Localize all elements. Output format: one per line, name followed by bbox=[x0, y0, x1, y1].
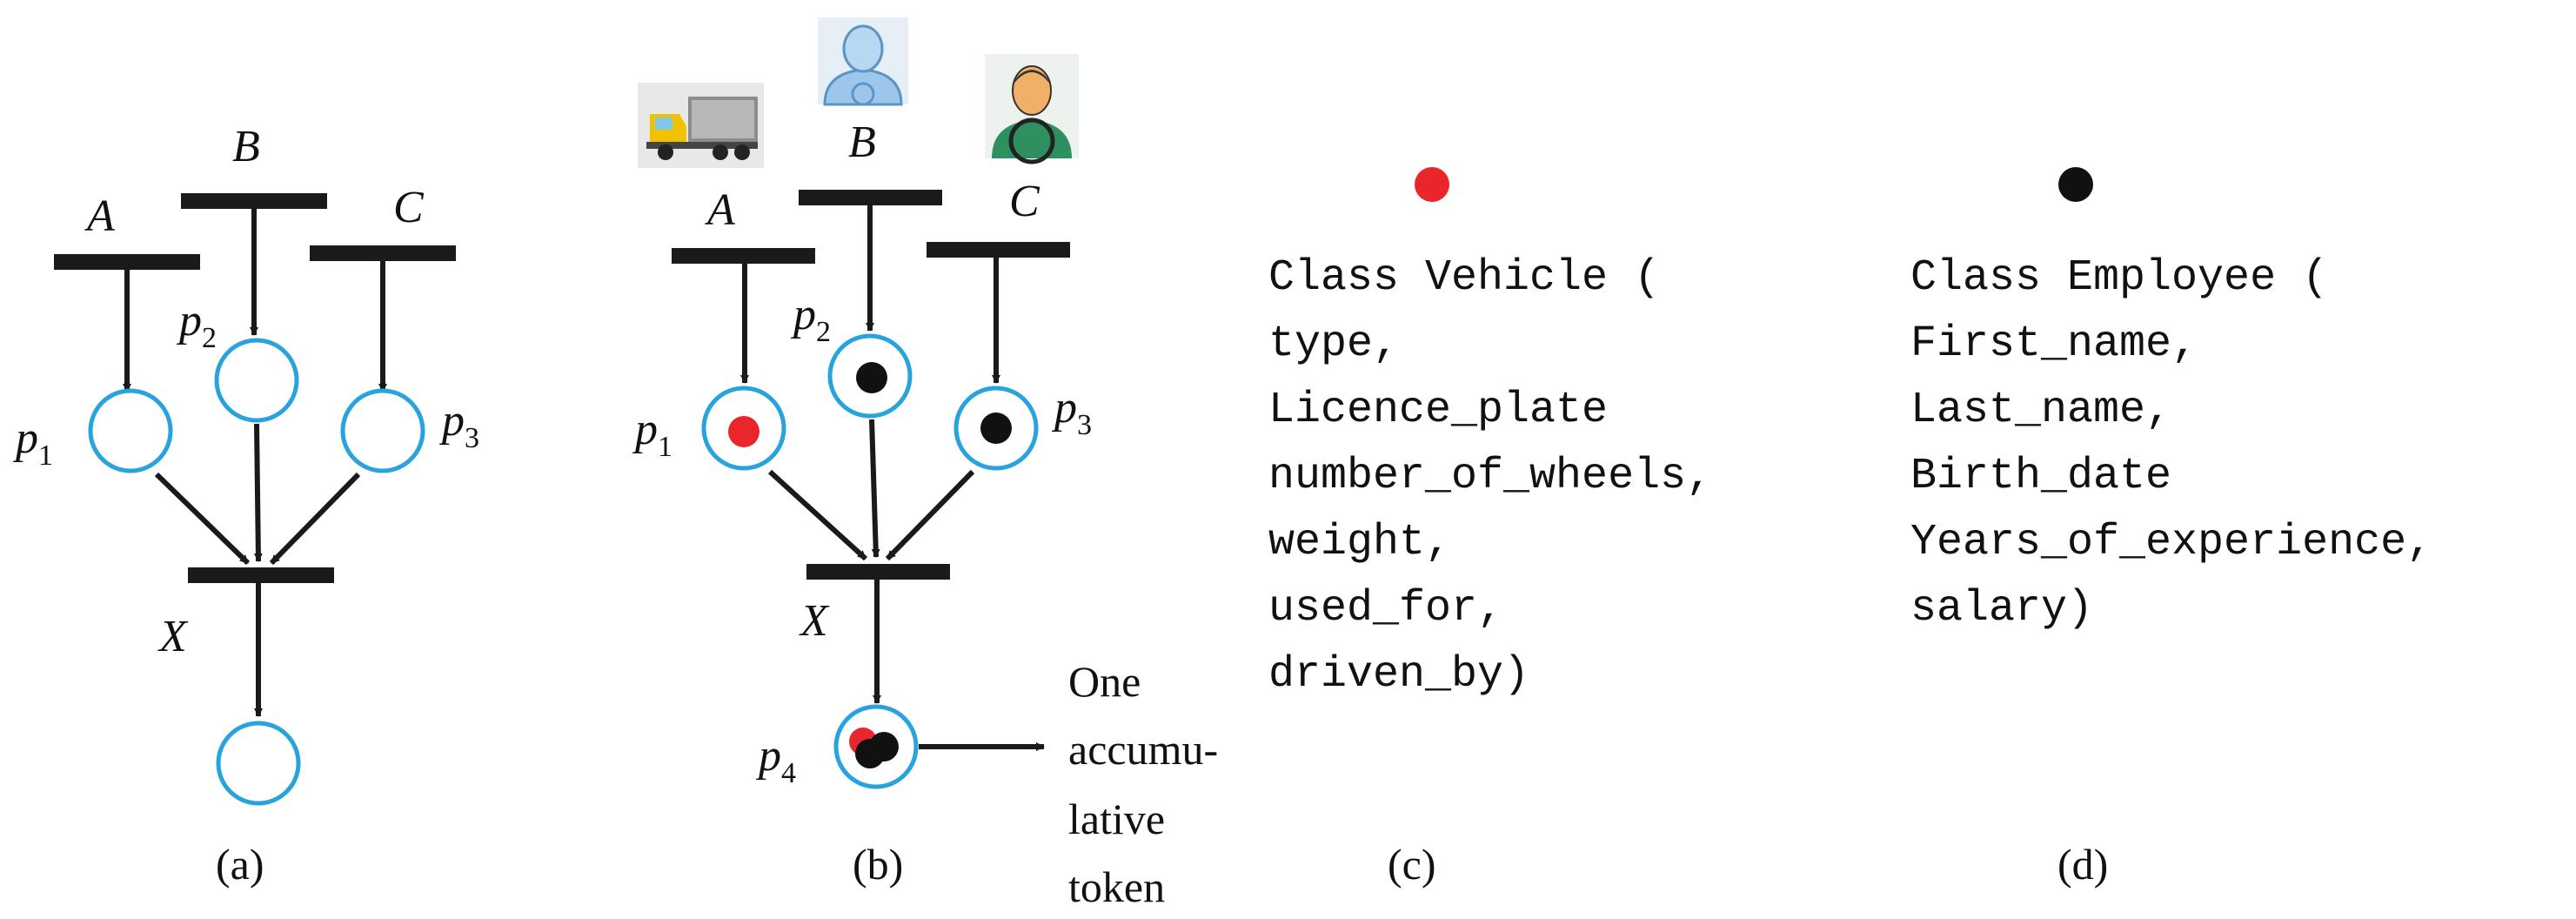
code-line: type, bbox=[1268, 319, 1399, 369]
token-black bbox=[856, 362, 887, 393]
place-p1 bbox=[88, 388, 173, 473]
code-line: Last_name, bbox=[1910, 386, 2171, 435]
annotation-line-4: token bbox=[1068, 862, 1165, 911]
panel-c: Class Vehicle ( type, Licence_plate numb… bbox=[1268, 167, 1712, 889]
caption-b: (b) bbox=[853, 840, 903, 889]
code-line: Birth_date bbox=[1910, 452, 2171, 501]
transition-b-label: B bbox=[848, 117, 876, 167]
code-line: Years_of_experience, bbox=[1910, 518, 2432, 567]
place-output bbox=[216, 721, 301, 806]
accumulated-token-black bbox=[869, 732, 899, 761]
token-red bbox=[1415, 167, 1449, 202]
arc-p1-x bbox=[767, 469, 868, 561]
caption-a: (a) bbox=[216, 840, 264, 889]
caption-c: (c) bbox=[1388, 840, 1436, 889]
person-icon bbox=[818, 17, 908, 106]
code-line: number_of_wheels, bbox=[1268, 452, 1712, 501]
transition-a-label: A bbox=[705, 185, 735, 235]
code-line: Class Vehicle ( bbox=[1268, 253, 1660, 303]
transition-x-label: X bbox=[157, 612, 189, 661]
transition-b-label: B bbox=[232, 122, 260, 171]
code-line: salary) bbox=[1910, 584, 2093, 634]
panel-d: Class Employee ( First_name, Last_name, … bbox=[1910, 167, 2432, 889]
token-black bbox=[2058, 167, 2093, 202]
transition-c-label: C bbox=[1009, 177, 1040, 226]
arc-p2-x bbox=[869, 419, 880, 558]
transition-a-bar bbox=[54, 254, 200, 270]
transition-x-label: X bbox=[799, 596, 830, 646]
truck-icon bbox=[638, 83, 764, 168]
place-p2-label: p2 bbox=[790, 290, 831, 348]
driver-icon bbox=[985, 54, 1079, 164]
place-p2-label: p2 bbox=[176, 296, 217, 354]
place-p3-label: p3 bbox=[438, 396, 479, 454]
arc-p2-x bbox=[253, 423, 263, 562]
annotation-line-3: lative bbox=[1068, 795, 1165, 843]
transition-b-bar bbox=[181, 193, 327, 209]
token-red bbox=[728, 416, 759, 447]
place-p1-label: p1 bbox=[12, 413, 53, 472]
place-p2 bbox=[214, 338, 299, 423]
panel-a: A B C X p1 p2 p3 (a) bbox=[12, 122, 479, 889]
panel-b: A B C X p1 p2 p3 p4 One accumu- lative t… bbox=[632, 17, 1218, 911]
place-p4-label: p4 bbox=[755, 731, 796, 789]
transition-x-bar bbox=[806, 564, 950, 580]
code-line: Licence_plate bbox=[1268, 386, 1608, 435]
code-line: First_name, bbox=[1910, 319, 2198, 369]
code-line: weight, bbox=[1268, 518, 1451, 567]
place-p3 bbox=[340, 388, 425, 473]
transition-a-bar bbox=[672, 248, 815, 264]
annotation-line-1: One bbox=[1068, 657, 1141, 706]
transition-c-bar bbox=[310, 245, 456, 261]
transition-b-bar bbox=[799, 190, 942, 205]
arc-p3-x bbox=[885, 469, 975, 561]
token-black bbox=[980, 413, 1012, 444]
arc-p3-x bbox=[269, 472, 361, 566]
code-line: driven_by) bbox=[1268, 650, 1529, 700]
transition-x-bar bbox=[188, 567, 334, 583]
annotation-line-2: accumu- bbox=[1068, 725, 1218, 774]
place-p1-label: p1 bbox=[632, 405, 672, 463]
code-line: Class Employee ( bbox=[1910, 253, 2328, 303]
transition-a-label: A bbox=[84, 191, 115, 241]
place-p3-label: p3 bbox=[1051, 383, 1092, 441]
caption-d: (d) bbox=[2057, 840, 2108, 889]
arc-p1-x bbox=[154, 472, 251, 566]
transition-c-bar bbox=[927, 242, 1070, 258]
transition-c-label: C bbox=[393, 183, 425, 232]
code-line: used_for, bbox=[1268, 584, 1503, 634]
